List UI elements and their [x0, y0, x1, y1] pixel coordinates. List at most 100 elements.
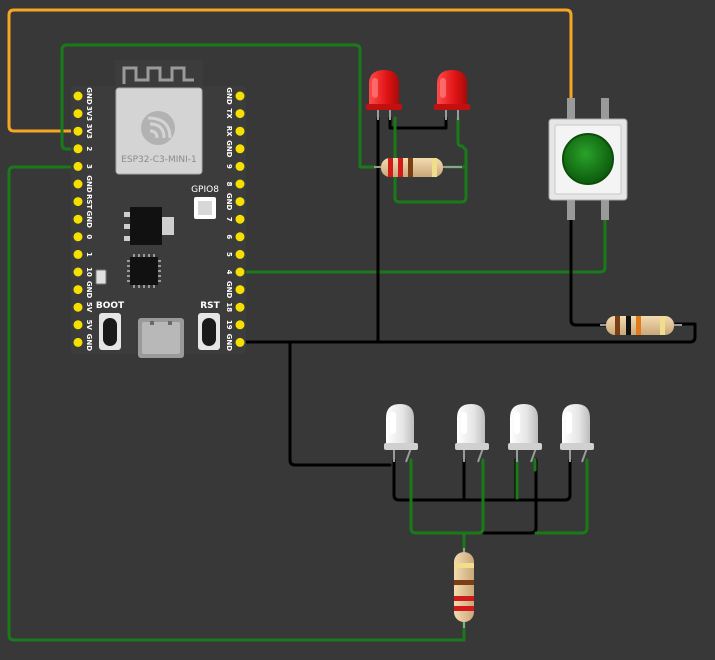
- left-pin-label-12: 5V: [85, 302, 93, 313]
- left-pin-label-0: GND: [85, 87, 93, 105]
- right-pin-label-4: 9: [225, 164, 233, 169]
- wire-gnd-bus[interactable]: [238, 322, 697, 344]
- resistor-white-leds[interactable]: [454, 548, 474, 628]
- wire-gpio3-to-white-resistor[interactable]: [7, 165, 466, 642]
- left-pin-label-10: 10: [85, 267, 93, 277]
- left-pin-14[interactable]: [73, 337, 83, 347]
- left-pin-3[interactable]: [73, 144, 83, 154]
- wire-red-led-cathodes[interactable]: [372, 116, 380, 344]
- wire-white-anode-4[interactable]: [534, 458, 589, 535]
- right-pin-10[interactable]: [235, 267, 245, 277]
- right-pin-label-13: 19: [225, 320, 233, 330]
- wire-gpio2-to-red-resistor[interactable]: [60, 43, 380, 169]
- left-pin-label-1: 3V3: [85, 106, 93, 121]
- right-pin-5[interactable]: [235, 179, 245, 189]
- right-pin-label-3: GND: [225, 140, 233, 158]
- wire-red-led2-anode[interactable]: [456, 116, 468, 169]
- left-pin-5[interactable]: [73, 179, 83, 189]
- left-pin-4[interactable]: [73, 161, 83, 171]
- white-led-3[interactable]: [508, 404, 542, 463]
- left-pin-label-7: GND: [85, 210, 93, 228]
- boot-button[interactable]: [103, 318, 117, 346]
- right-pin-label-9: 5: [225, 252, 233, 257]
- white-led-4[interactable]: [560, 404, 594, 463]
- left-pin-7[interactable]: [73, 214, 83, 224]
- right-pin-11[interactable]: [235, 285, 245, 295]
- right-pin-1[interactable]: [235, 109, 245, 119]
- boot-label: BOOT: [96, 301, 125, 311]
- left-pin-8[interactable]: [73, 232, 83, 242]
- left-pin-label-3: 2: [85, 146, 93, 151]
- left-pin-label-9: 1: [85, 252, 93, 257]
- resistor-red-leds[interactable]: [374, 158, 462, 177]
- right-pin-0[interactable]: [235, 91, 245, 101]
- rst-button[interactable]: [202, 318, 216, 346]
- antenna-trace: [122, 66, 194, 84]
- right-pin-label-11: GND: [225, 281, 233, 299]
- left-pin-label-8: 0: [85, 234, 93, 239]
- usb-chip: [127, 254, 161, 288]
- module-label: ESP32-C3-MINI-1: [121, 155, 197, 165]
- left-pin-label-13: 5V: [85, 320, 93, 331]
- left-pin-label-14: GND: [85, 334, 93, 352]
- wire-red-led-bridge[interactable]: [388, 116, 448, 130]
- wire-white-anode-bus[interactable]: [409, 458, 485, 535]
- right-pin-4[interactable]: [235, 161, 245, 171]
- left-pin-0[interactable]: [73, 91, 83, 101]
- right-pin-label-1: TX: [225, 109, 233, 120]
- left-pin-label-6: RST: [85, 194, 93, 209]
- right-pin-7[interactable]: [235, 214, 245, 224]
- right-pin-label-6: GND: [225, 193, 233, 211]
- right-pin-6[interactable]: [235, 197, 245, 207]
- left-pin-label-4: 3: [85, 164, 93, 169]
- left-pin-1[interactable]: [73, 109, 83, 119]
- left-pin-2[interactable]: [73, 126, 83, 136]
- left-pin-11[interactable]: [73, 285, 83, 295]
- right-pin-label-5: 8: [225, 182, 233, 187]
- rst-label: RST: [200, 301, 220, 311]
- espressif-logo-icon: [141, 111, 175, 145]
- left-pin-label-2: 3V3: [85, 124, 93, 139]
- right-pin-3[interactable]: [235, 144, 245, 154]
- wires: [7, 8, 697, 642]
- wire-red-led-anodes[interactable]: [393, 116, 468, 204]
- right-pin-label-2: RX: [225, 126, 233, 137]
- wire-gpio4-to-button[interactable]: [238, 216, 607, 274]
- left-pin-6[interactable]: [73, 197, 83, 207]
- right-pin-label-14: GND: [225, 334, 233, 352]
- right-pin-label-0: GND: [225, 87, 233, 105]
- smd-capacitor: [95, 269, 107, 285]
- red-led-1[interactable]: [366, 70, 402, 120]
- right-pin-12[interactable]: [235, 302, 245, 312]
- right-pin-14[interactable]: [235, 337, 245, 347]
- right-pin-label-10: 4: [225, 270, 233, 275]
- right-pin-label-7: 7: [225, 217, 233, 222]
- gpio8-label: GPIO8: [191, 185, 219, 195]
- left-pin-12[interactable]: [73, 302, 83, 312]
- gpio8-led[interactable]: [198, 201, 212, 215]
- white-led-2[interactable]: [455, 404, 489, 463]
- wire-white-cathode-loop[interactable]: [482, 458, 538, 535]
- right-pin-label-8: 6: [225, 234, 233, 239]
- left-pin-9[interactable]: [73, 249, 83, 259]
- left-pin-10[interactable]: [73, 267, 83, 277]
- pushbutton-green[interactable]: [548, 98, 628, 220]
- left-pin-label-5: GND: [85, 175, 93, 193]
- right-pin-13[interactable]: [235, 320, 245, 330]
- esp32-c3-board[interactable]: ESP32-C3-MINI-1 GPIO8 BOOT: [71, 60, 246, 358]
- right-pin-9[interactable]: [235, 249, 245, 259]
- usb-port: [138, 318, 184, 358]
- wire-button-to-pulldown[interactable]: [569, 216, 608, 327]
- wire-3v3-to-button[interactable]: [7, 8, 573, 133]
- wire-gnd-to-white-leds[interactable]: [288, 340, 392, 467]
- left-pin-13[interactable]: [73, 320, 83, 330]
- red-led-2[interactable]: [434, 70, 470, 120]
- resistor-button[interactable]: [600, 316, 682, 335]
- voltage-regulator: [124, 207, 174, 245]
- right-pin-8[interactable]: [235, 232, 245, 242]
- right-pin-2[interactable]: [235, 126, 245, 136]
- white-led-1[interactable]: [384, 404, 418, 463]
